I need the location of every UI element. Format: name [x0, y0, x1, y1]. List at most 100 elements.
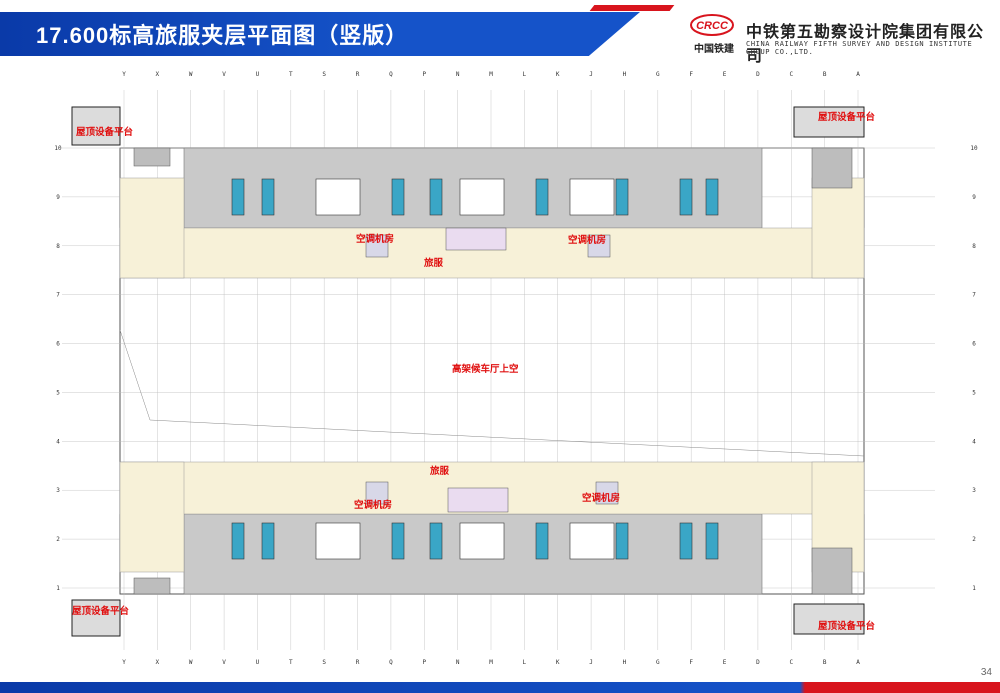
row-axis-label-left: 1 — [56, 585, 60, 592]
plan-labels: 屋顶设备平台 屋顶设备平台 屋顶设备平台 屋顶设备平台 空调机房 空调机房 空调… — [72, 111, 876, 632]
column-axis-label-bottom: H — [623, 659, 627, 666]
skylight — [231, 522, 245, 560]
column-axis-label-bottom: U — [256, 659, 260, 666]
column-axis-label-top: M — [489, 71, 493, 78]
travel-service-label-bottom: 旅服 — [430, 465, 450, 477]
row-axis-label-left: 2 — [56, 536, 60, 543]
column-axis-label-top: P — [422, 71, 426, 78]
footer-bar — [0, 682, 1000, 693]
skylight — [261, 522, 275, 560]
row-axis-label-left: 6 — [56, 341, 60, 348]
column-axis-label-bottom: P — [422, 659, 426, 666]
column-axis-label-bottom: Q — [389, 659, 393, 666]
row-axis-label-right: 6 — [972, 341, 976, 348]
skylight — [429, 522, 443, 560]
row-axis-label-right: 1 — [972, 585, 976, 592]
page-title: 17.600标高旅服夹层平面图（竖版） — [36, 23, 409, 48]
skylight — [569, 522, 615, 560]
column-axis-label-bottom: W — [189, 659, 193, 666]
roof-platform-label-tl: 屋顶设备平台 — [76, 126, 134, 138]
ac-room-label-2: 空调机房 — [568, 234, 606, 246]
skylight — [535, 522, 549, 560]
column-axis-label-bottom: K — [556, 659, 560, 666]
logo-text: CRCC — [696, 20, 729, 32]
column-axis-label-bottom: C — [789, 659, 793, 666]
logo-caption: 中国铁建 — [694, 44, 734, 55]
row-axis-label-left: 4 — [56, 438, 60, 445]
row-axis-label-right: 8 — [972, 243, 976, 250]
skylight — [391, 522, 405, 560]
row-axis-label-right: 10 — [970, 145, 978, 152]
column-axis-label-top: K — [556, 71, 560, 78]
skylight — [429, 178, 443, 216]
column-axis-label-bottom: S — [322, 659, 326, 666]
company-name-cn: 中铁第五勘察设计院集团有限公司 — [746, 22, 985, 65]
service-room-blocks — [445, 227, 509, 513]
skylight — [535, 178, 549, 216]
column-axis-label-top: S — [322, 71, 326, 78]
row-axis-label-right: 5 — [972, 389, 976, 396]
ac-room-label-3: 空调机房 — [354, 499, 392, 511]
skylight — [315, 178, 361, 216]
column-axis-labels: YYXXWWVVUUTTSSRRQQPPNNMMLLKKJJHHGGFFEEDD… — [122, 71, 860, 666]
column-axis-label-top: U — [256, 71, 260, 78]
column-axis-label-top: Y — [122, 71, 126, 78]
row-axis-label-left: 10 — [54, 145, 62, 152]
ac-room-blocks — [365, 234, 619, 505]
skylight — [615, 178, 629, 216]
column-axis-label-top: F — [689, 71, 693, 78]
column-axis-label-bottom: R — [356, 659, 360, 666]
company-name-en: CHINA RAILWAY FIFTH SURVEY AND DESIGN IN… — [746, 40, 973, 56]
skylight — [231, 178, 245, 216]
column-axis-label-bottom: N — [456, 659, 460, 666]
row-axis-label-right: 7 — [972, 292, 976, 299]
page-number: 34 — [980, 667, 992, 678]
floor-plan: 屋顶设备平台 屋顶设备平台 屋顶设备平台 屋顶设备平台 空调机房 空调机房 空调… — [54, 71, 978, 666]
column-axis-label-top: E — [723, 71, 727, 78]
column-axis-label-top: H — [623, 71, 627, 78]
column-axis-label-bottom: J — [589, 659, 593, 666]
skylight — [679, 522, 693, 560]
skylight — [459, 178, 505, 216]
column-axis-label-bottom: Y — [122, 659, 126, 666]
header-red-stripe — [589, 5, 675, 11]
column-axis-label-bottom: T — [289, 659, 293, 666]
skylight — [705, 522, 719, 560]
skylights-bottom — [231, 522, 719, 560]
column-axis-label-top: R — [356, 71, 360, 78]
diagonal-lines — [119, 329, 865, 457]
column-axis-label-bottom: E — [723, 659, 727, 666]
column-axis-label-bottom: L — [523, 659, 527, 666]
column-axis-label-top: V — [222, 71, 226, 78]
column-axis-label-top: C — [789, 71, 793, 78]
row-axis-label-right: 9 — [972, 194, 976, 201]
column-axis-label-top: A — [856, 71, 860, 78]
roof-platform-label-bl: 屋顶设备平台 — [72, 605, 130, 617]
void-label: 高架候车厅上空 — [452, 363, 519, 375]
skylight — [705, 178, 719, 216]
roof-platforms — [71, 106, 865, 637]
skylight — [391, 178, 405, 216]
company-logo-block: CRCC 中国铁建 中铁第五勘察设计院集团有限公司 CHINA RAILWAY … — [684, 10, 994, 65]
row-axis-label-left: 8 — [56, 243, 60, 250]
row-axis-label-right: 3 — [972, 487, 976, 494]
ac-room-label-1: 空调机房 — [356, 233, 394, 245]
column-axis-label-top: D — [756, 71, 760, 78]
skylight — [679, 178, 693, 216]
skylight — [261, 178, 275, 216]
row-axis-label-right: 2 — [972, 536, 976, 543]
column-axis-label-top: W — [189, 71, 193, 78]
skylight — [315, 522, 361, 560]
row-axis-label-right: 4 — [972, 438, 976, 445]
column-axis-label-bottom: B — [823, 659, 827, 666]
column-axis-label-top: J — [589, 71, 593, 78]
column-axis-label-top: Q — [389, 71, 393, 78]
roof-platform-label-br: 屋顶设备平台 — [818, 620, 876, 632]
skylight — [615, 522, 629, 560]
column-axis-label-top: X — [156, 71, 160, 78]
column-axis-label-bottom: D — [756, 659, 760, 666]
row-axis-label-left: 5 — [56, 389, 60, 396]
column-axis-label-top: B — [823, 71, 827, 78]
row-axis-label-left: 3 — [56, 487, 60, 494]
